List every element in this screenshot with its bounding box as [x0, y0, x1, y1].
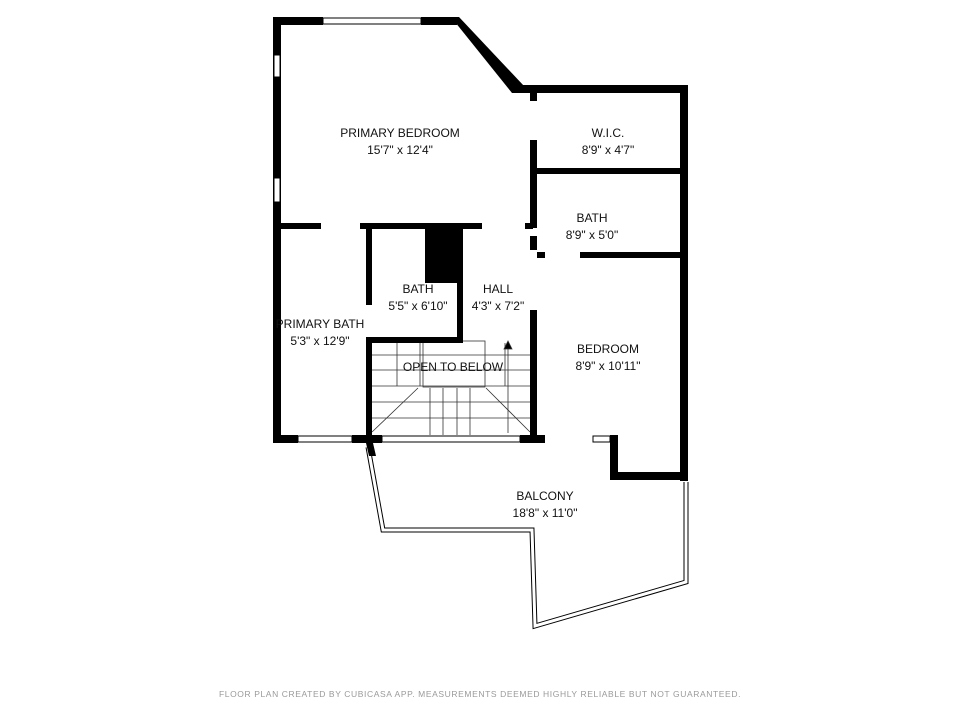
room-size-bath-upper: 8'9" x 5'0"	[566, 228, 618, 242]
room-name-bedroom: BEDROOM	[577, 342, 639, 356]
room-name-bath: BATH	[402, 282, 433, 296]
room-size-bedroom: 8'9" x 10'11"	[576, 359, 641, 373]
room-name-balcony: BALCONY	[516, 489, 573, 503]
room-name-bath-upper: BATH	[576, 211, 607, 225]
staircase	[371, 340, 531, 435]
balcony-railing	[365, 446, 689, 630]
room-size-bath: 5'5" x 6'10"	[388, 299, 447, 313]
windows	[273, 17, 611, 443]
open-to-below-label: OPEN TO BELOW	[403, 360, 504, 374]
room-size-primary-bedroom: 15'7" x 12'4"	[367, 143, 433, 157]
room-size-primary-bath: 5'3" x 12'9"	[290, 334, 349, 348]
footer-disclaimer: FLOOR PLAN CREATED BY CUBICASA APP. MEAS…	[218, 689, 742, 699]
room-name-hall: HALL	[483, 282, 513, 296]
walls	[273, 17, 688, 481]
room-size-hall: 4'3" x 7'2"	[472, 299, 524, 313]
room-size-wic: 8'9" x 4'7"	[582, 143, 634, 157]
room-size-balcony: 18'8" x 11'0"	[513, 506, 578, 520]
room-name-primary-bath: PRIMARY BATH	[276, 317, 365, 331]
room-name-wic: W.I.C.	[592, 126, 625, 140]
room-labels: PRIMARY BEDROOM 15'7" x 12'4" W.I.C. 8'9…	[276, 126, 641, 520]
room-name-primary-bedroom: PRIMARY BEDROOM	[340, 126, 460, 140]
